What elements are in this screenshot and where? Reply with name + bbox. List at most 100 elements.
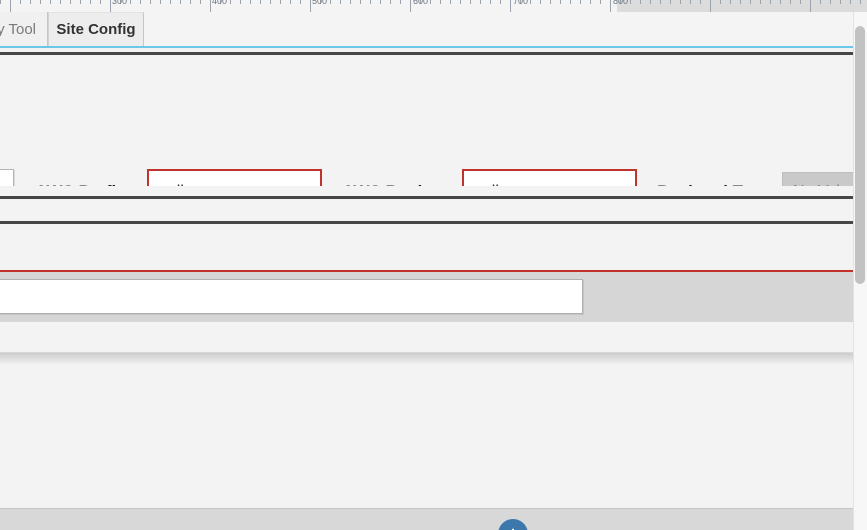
ruler-tick-minor — [200, 0, 201, 4]
ruler-tick-minor — [180, 0, 181, 4]
ruler-tick-minor — [540, 0, 541, 4]
ruler-label: 400 — [212, 0, 228, 6]
ruler-tick-minor — [770, 0, 771, 4]
tab-bar-filler — [145, 12, 867, 46]
ruler-tick-major — [110, 0, 111, 12]
ruler-tick-minor — [260, 0, 261, 4]
ruler-tick-minor — [440, 0, 441, 4]
tab-y-tool[interactable]: y Tool — [0, 12, 48, 46]
ruler-tick-minor — [230, 0, 231, 4]
ruler-tick-minor — [630, 0, 631, 4]
ruler-tick-minor — [0, 0, 1, 4]
ruler-tick-minor — [830, 0, 831, 4]
ruler-tick-minor — [190, 0, 191, 4]
ruler-tick-minor — [580, 0, 581, 4]
ruler-tick-minor — [820, 0, 821, 4]
ruler-tick-minor — [70, 0, 71, 4]
ruler-tick-minor — [560, 0, 561, 4]
separator-top — [0, 52, 853, 55]
ruler-tick-minor — [750, 0, 751, 4]
ruler-tick-major — [510, 0, 511, 12]
ruler-tick-minor — [120, 0, 121, 4]
ruler-tick-minor — [860, 0, 861, 4]
info-badge-icon[interactable] — [498, 519, 528, 530]
ruler-tick-minor — [450, 0, 451, 4]
ruler-tick-minor — [300, 0, 301, 4]
ruler-tick-minor — [490, 0, 491, 4]
ruler-tick-minor — [20, 0, 21, 4]
ruler-tick-minor — [550, 0, 551, 4]
ruler-tick-minor — [680, 0, 681, 4]
ruler-active-range — [0, 0, 617, 12]
ruler-tick-minor — [430, 0, 431, 4]
ruler-tick-minor — [280, 0, 281, 4]
ruler-tick-major — [610, 0, 611, 12]
ruler-tick-major — [710, 0, 711, 12]
ruler-tick-minor — [50, 0, 51, 4]
vertical-scrollbar-thumb[interactable] — [855, 26, 865, 284]
ruler-tick-major — [10, 0, 11, 12]
ruler-tick-minor — [780, 0, 781, 4]
ruler-tick-minor — [320, 0, 321, 4]
ruler-tick-minor — [330, 0, 331, 4]
ruler-tick-minor — [460, 0, 461, 4]
ruler-tick-minor — [700, 0, 701, 4]
ruler-label: 700 — [513, 0, 529, 6]
ruler-tick-minor — [600, 0, 601, 4]
ruler-tick-minor — [140, 0, 141, 4]
ruler-tick-minor — [130, 0, 131, 4]
ruler-tick-minor — [400, 0, 401, 4]
ruler-tick-minor — [500, 0, 501, 4]
ruler-tick-minor — [290, 0, 291, 4]
ruler-tick-minor — [360, 0, 361, 4]
vertical-scrollbar-track[interactable] — [853, 12, 867, 530]
ruler-tick-minor — [730, 0, 731, 4]
separator-error-red — [0, 270, 853, 272]
tab-y-tool-label: y Tool — [0, 20, 36, 38]
ruler-label: 500 — [312, 0, 328, 6]
separator-mid-2 — [0, 221, 853, 224]
ruler-tick-minor — [480, 0, 481, 4]
ruler-tick-minor — [150, 0, 151, 4]
ruler-tick-minor — [840, 0, 841, 4]
ruler-label: 800 — [613, 0, 629, 6]
ruler-tick-minor — [270, 0, 271, 4]
bottom-bar — [0, 508, 853, 530]
ruler-tick-minor — [660, 0, 661, 4]
separator-mid-1 — [0, 196, 853, 199]
ruler-tick-minor — [760, 0, 761, 4]
ruler-tick-minor — [170, 0, 171, 4]
ruler-tick-minor — [390, 0, 391, 4]
ruler-tick-minor — [160, 0, 161, 4]
ruler-tick-minor — [670, 0, 671, 4]
tab-site-config-label: Site Config — [56, 21, 136, 38]
ruler-tick-major — [210, 0, 211, 12]
ruler-tick-minor — [520, 0, 521, 4]
ruler-tick-minor — [620, 0, 621, 4]
ruler-tick-minor — [100, 0, 101, 4]
tab-site-config[interactable]: Site Config — [48, 12, 144, 46]
ruler-tick-major — [410, 0, 411, 12]
ruler-tick-minor — [40, 0, 41, 4]
ruler-tick-minor — [640, 0, 641, 4]
ruler-tick-minor — [850, 0, 851, 4]
ruler-tick-minor — [80, 0, 81, 4]
ruler-inactive-range — [617, 0, 867, 12]
ruler-tick-minor — [240, 0, 241, 4]
ruler-label: 600 — [413, 0, 429, 6]
band-between-seps — [0, 199, 853, 221]
band-below-sep-2 — [0, 224, 853, 270]
content-shadow — [0, 353, 853, 365]
ruler-tick-minor — [30, 0, 31, 4]
ruler-tick-minor — [250, 0, 251, 4]
ruler-tick-major — [810, 0, 811, 12]
ruler-tick-minor — [470, 0, 471, 4]
panel-text-input[interactable] — [0, 279, 583, 314]
tab-bar: y Tool Site Config — [0, 12, 867, 48]
ruler-tick-minor — [740, 0, 741, 4]
ruler-tick-minor — [790, 0, 791, 4]
ruler-tick-minor — [570, 0, 571, 4]
ruler-tick-minor — [370, 0, 371, 4]
